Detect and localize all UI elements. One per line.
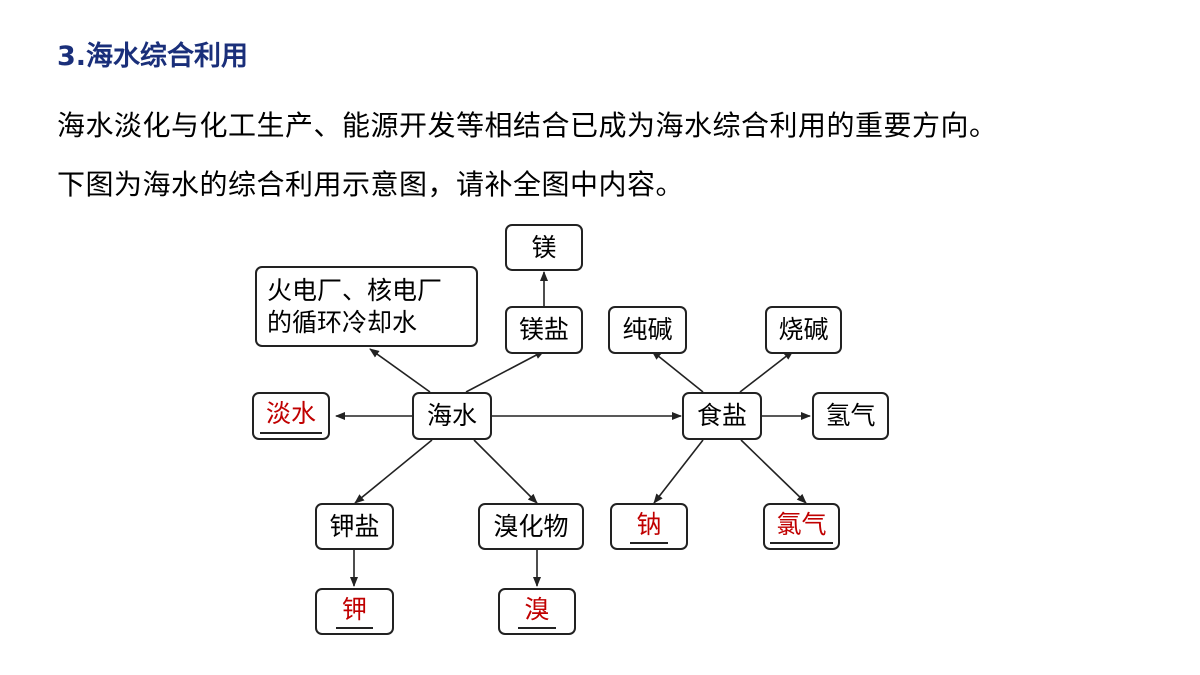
node-soda-ash: 纯碱 — [608, 306, 687, 354]
node-fresh-water: 淡水 — [252, 392, 330, 440]
arrow-table-salt-to-soda-ash — [651, 350, 704, 393]
node-seawater-label: 海水 — [426, 401, 477, 431]
arrow-table-salt-to-chlorine — [740, 439, 807, 504]
arrow-table-salt-to-caustic-soda — [739, 350, 794, 393]
node-potassium-salt: 钾盐 — [315, 503, 394, 550]
node-seawater: 海水 — [412, 392, 492, 440]
paragraph-line-2: 下图为海水的综合利用示意图，请补全图中内容。 — [57, 168, 685, 201]
node-sodium: 钠 — [610, 503, 688, 550]
node-potassium: 钾 — [315, 588, 394, 635]
node-hydrogen: 氢气 — [812, 392, 889, 440]
node-soda-ash-label: 纯碱 — [622, 315, 673, 345]
answer-fresh-water: 淡水 — [259, 398, 322, 434]
answer-potassium: 钾 — [335, 594, 373, 630]
node-magnesium-salt-label: 镁盐 — [518, 315, 569, 345]
arrow-seawater-to-power-plant — [369, 348, 431, 393]
paragraph-line-1: 海水淡化与化工生产、能源开发等相结合已成为海水综合利用的重要方向。 — [57, 109, 998, 142]
node-table-salt-label: 食盐 — [696, 401, 747, 431]
node-potassium-salt-label: 钾盐 — [329, 511, 380, 541]
node-magnesium-salt: 镁盐 — [505, 306, 583, 354]
answer-sodium: 钠 — [630, 509, 668, 545]
node-power-plant: 火电厂、核电厂 的循环冷却水 — [255, 266, 478, 347]
arrow-seawater-to-potassium-salt — [354, 439, 433, 504]
arrow-seawater-to-magnesium-salt — [465, 350, 545, 393]
node-bromide: 溴化物 — [478, 503, 584, 550]
node-caustic-soda-label: 烧碱 — [778, 315, 829, 345]
node-magnesium-label: 镁 — [531, 232, 557, 262]
node-table-salt: 食盐 — [682, 392, 762, 440]
node-magnesium: 镁 — [505, 224, 583, 271]
answer-bromine: 溴 — [518, 594, 556, 630]
node-bromide-label: 溴化物 — [493, 511, 569, 541]
arrow-table-salt-to-sodium — [653, 439, 704, 504]
node-power-plant-line1: 火电厂、核电厂 — [267, 276, 443, 306]
node-chlorine: 氯气 — [763, 503, 840, 550]
answer-chlorine: 氯气 — [770, 509, 833, 545]
section-heading: 3.海水综合利用 — [57, 41, 249, 72]
node-hydrogen-label: 氢气 — [825, 401, 876, 431]
node-caustic-soda: 烧碱 — [765, 306, 842, 354]
node-power-plant-line2: 的循环冷却水 — [267, 307, 418, 337]
arrow-seawater-to-bromide — [473, 439, 538, 504]
node-bromine: 溴 — [498, 588, 576, 635]
